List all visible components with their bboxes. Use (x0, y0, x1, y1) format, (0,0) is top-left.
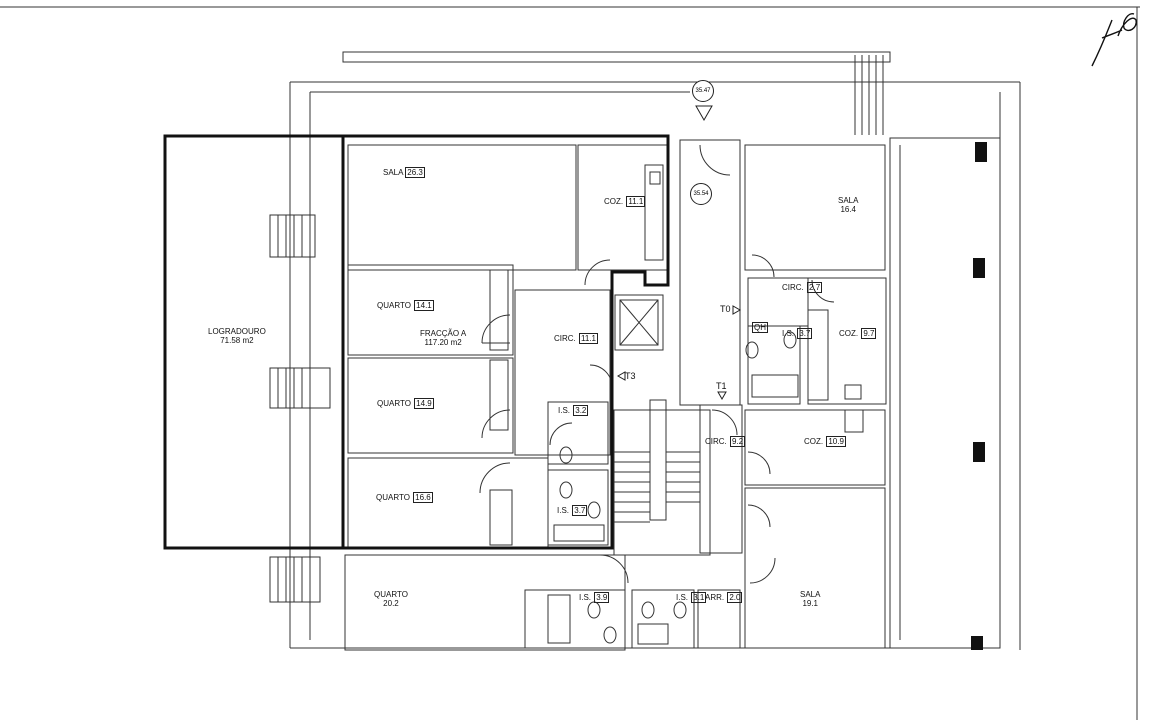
room-label-circ-a: CIRC. 11.1 (553, 333, 598, 344)
room-label-coz-d: COZ. 10.9 (803, 436, 846, 447)
level-triangle (616, 371, 626, 381)
room-name: QUARTO (374, 590, 408, 599)
room-name: ARR. (705, 593, 725, 602)
room-area: 3.7 (572, 505, 588, 516)
room-area: 10.9 (826, 436, 846, 447)
room-area: 71.58 m2 (220, 336, 254, 345)
level-triangle (732, 305, 742, 315)
room-area: 20.2 (383, 599, 399, 608)
room-area: 117.20 m2 (424, 338, 462, 347)
room-name: I.S. (782, 329, 795, 338)
column-block (971, 636, 983, 650)
room-area: 3.1 (691, 592, 707, 603)
room-area: 2.0 (727, 592, 743, 603)
room-label-sala-a: SALA 26.3 (383, 167, 425, 178)
room-area: 14.1 (414, 300, 434, 311)
room-label-fraccao: FRACÇÃO A 117.20 m2 (420, 329, 466, 347)
room-label-is-b2: I.S. 3.1 (675, 592, 707, 603)
room-label-is-b1: I.S. 3.9 (578, 592, 610, 603)
level-marker-mid: 35.54 (690, 183, 712, 205)
logradouro-outline (163, 134, 343, 550)
room-name: SALA (800, 590, 821, 599)
level-marker-top: 35.47 (692, 80, 714, 102)
room-name: QUARTO (376, 493, 410, 502)
room-name: I.S. (579, 593, 592, 602)
room-name: CIRC. (705, 437, 727, 446)
room-area: 3.7 (797, 328, 813, 339)
room-name: COZ. (604, 197, 624, 206)
room-label-coz-a: COZ. 11.1 (603, 196, 646, 207)
central-stair (613, 399, 711, 556)
room-label-sala-d: SALA 19.1 (800, 590, 820, 608)
room-label-circ-d: CIRC. 9.2 (704, 436, 746, 447)
room-label-arr: ARR. 2.0 (704, 592, 743, 603)
room-area: 26.3 (405, 167, 425, 178)
room-area: 11.1 (579, 333, 598, 344)
room-area: 9.7 (861, 328, 877, 339)
room-area: 14.9 (414, 398, 434, 409)
room-label-quarto-b: QUARTO 20.2 (374, 590, 408, 608)
marker-t3: T3 (625, 371, 636, 381)
marker-t0: T0 (720, 304, 731, 314)
room-name: I.S. (676, 593, 689, 602)
room-label-is-a2: I.S. 3.7 (556, 505, 588, 516)
exterior-stair-1 (269, 214, 316, 258)
room-area: 11.1 (626, 196, 646, 207)
room-label-quarto-a1: QUARTO 14.1 (376, 300, 434, 311)
column-block (973, 442, 985, 462)
room-label-logradouro: LOGRADOURO 71.58 m2 (208, 327, 266, 345)
marker-qh: QH (752, 322, 768, 333)
room-name: QUARTO (377, 301, 411, 310)
room-area: 16.4 (840, 205, 857, 214)
room-name: COZ. (839, 329, 859, 338)
exterior-stair-2 (269, 367, 331, 409)
room-area: 3.2 (573, 405, 589, 416)
room-name: COZ. (804, 437, 824, 446)
outer-outline (342, 51, 891, 63)
room-area: 9.2 (730, 436, 746, 447)
room-label-is-c: I.S. 3.7 (781, 328, 813, 339)
elevator (614, 294, 664, 351)
room-name: FRACÇÃO A (420, 329, 467, 338)
room-label-circ-c: CIRC. 2.7 (781, 282, 823, 293)
signature-mark (1091, 13, 1137, 67)
room-label-quarto-a3: QUARTO 16.6 (375, 492, 433, 503)
room-name: LOGRADOURO (208, 327, 266, 336)
room-label-sala-c: SALA 16.4 (838, 196, 858, 214)
column-block (975, 142, 987, 162)
column-block (973, 258, 985, 278)
room-name: I.S. (558, 406, 571, 415)
room-name: CIRC. (782, 283, 804, 292)
exterior-stair-3 (269, 556, 321, 603)
room-label-coz-c: COZ. 9.7 (838, 328, 877, 339)
room-label-is-a1: I.S. 3.2 (557, 405, 589, 416)
room-name: CIRC. (554, 334, 576, 343)
room-name: SALA (838, 196, 859, 205)
level-triangle (695, 105, 713, 122)
room-name: QUARTO (377, 399, 411, 408)
room-area: 19.1 (802, 599, 819, 608)
room-label-quarto-a2: QUARTO 14.9 (376, 398, 434, 409)
level-triangle (717, 391, 727, 401)
room-name: I.S. (557, 506, 570, 515)
room-area: 2.7 (807, 282, 823, 293)
marker-t1: T1 (716, 381, 727, 391)
fraccao-a-outline (341, 134, 670, 550)
room-name: SALA (383, 168, 404, 177)
room-area: 16.6 (413, 492, 433, 503)
room-area: 3.9 (594, 592, 610, 603)
